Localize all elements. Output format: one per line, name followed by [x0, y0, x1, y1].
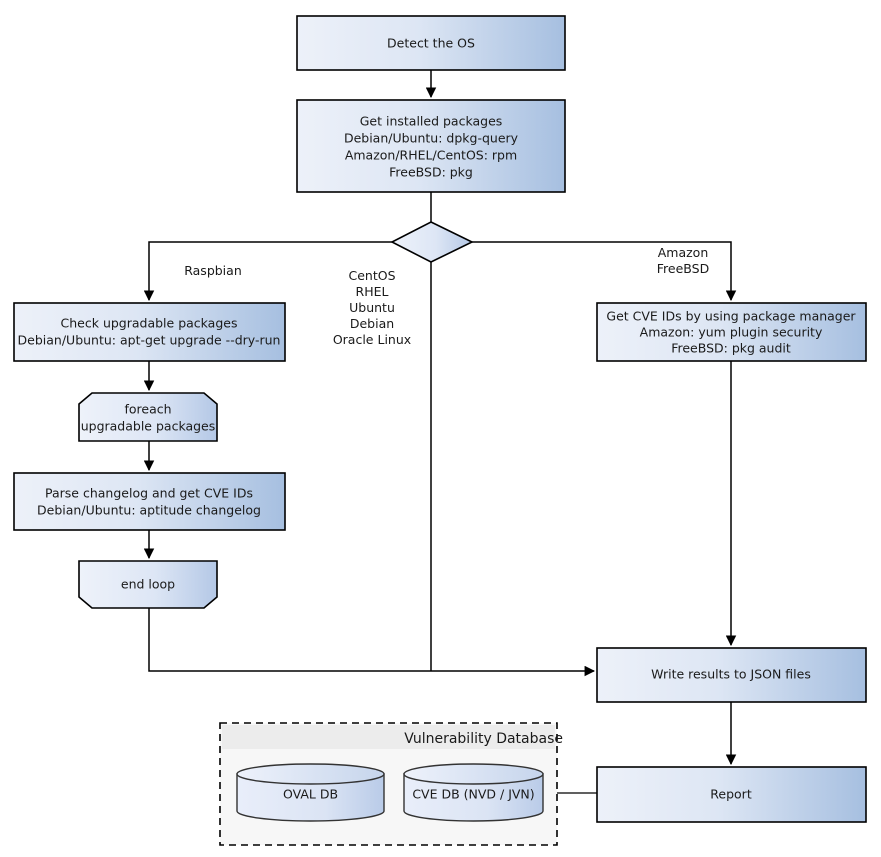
- os-decision-diamond[interactable]: [390, 221, 474, 263]
- parse-changelog-box[interactable]: [13, 472, 286, 531]
- check-upgradable-line-1: Debian/Ubuntu: apt-get upgrade --dry-run: [18, 333, 281, 348]
- edge-label-middle-branch-3: Debian: [350, 316, 394, 331]
- oval-db-label: OVAL DB: [283, 787, 338, 802]
- vulnerability-database-title: Vulnerability Database: [404, 731, 563, 747]
- check-upgradable-line-0: Check upgradable packages: [61, 316, 238, 331]
- detect-os-box[interactable]: [296, 15, 566, 71]
- edge-label-middle-branch-0: CentOS: [348, 268, 395, 283]
- edge-endloop-to-write: [148, 608, 596, 677]
- database-cve-db[interactable]: CVE DB (NVD / JVN): [403, 763, 544, 822]
- end-loop-label: end loop: [121, 577, 175, 592]
- edge-label-middle-branch-2: Ubuntu: [349, 300, 395, 315]
- end-loop-shape[interactable]: [78, 560, 218, 609]
- node-get-installed-packages[interactable]: Get installed packages Debian/Ubuntu: dp…: [296, 99, 566, 193]
- edge-label-right-branch-0: Amazon: [658, 245, 709, 260]
- write-results-label: Write results to JSON files: [651, 667, 811, 682]
- node-detect-os[interactable]: Detect the OS: [296, 15, 566, 71]
- foreach-line-0: foreach: [124, 402, 171, 417]
- edge-decision-left: [143, 241, 392, 302]
- get-cve-ids-line-2: FreeBSD: pkg audit: [671, 341, 791, 356]
- foreach-line-1: upgradable packages: [81, 419, 216, 434]
- edge-labels: Raspbian CentOS RHEL Ubuntu Debian Oracl…: [184, 245, 709, 347]
- oval-db-body[interactable]: [236, 773, 385, 822]
- parse-changelog-line-0: Parse changelog and get CVE IDs: [45, 486, 253, 501]
- cve-db-label: CVE DB (NVD / JVN): [412, 787, 534, 802]
- node-parse-changelog[interactable]: Parse changelog and get CVE IDs Debian/U…: [13, 472, 286, 531]
- get-cve-ids-line-0: Get CVE IDs by using package manager: [606, 309, 856, 324]
- edge-label-right-branch-1: FreeBSD: [657, 261, 709, 276]
- check-upgradable-box[interactable]: [13, 302, 286, 362]
- node-os-decision[interactable]: [390, 221, 474, 263]
- get-installed-packages-box[interactable]: [296, 99, 566, 193]
- node-report[interactable]: Report: [596, 766, 867, 823]
- get-cve-ids-line-1: Amazon: yum plugin security: [640, 325, 823, 340]
- write-results-box[interactable]: [596, 647, 867, 703]
- parse-changelog-line-1: Debian/Ubuntu: aptitude changelog: [37, 503, 261, 518]
- edge-label-left-branch: Raspbian: [184, 263, 242, 278]
- node-check-upgradable[interactable]: Check upgradable packages Debian/Ubuntu:…: [13, 302, 286, 362]
- edge-decision-right: [472, 241, 737, 302]
- node-foreach-loop-start[interactable]: foreach upgradable packages: [78, 392, 218, 442]
- get-installed-packages-line-2: Amazon/RHEL/CentOS: rpm: [345, 148, 517, 163]
- cve-db-top: [403, 763, 544, 785]
- group-vulnerability-database[interactable]: Vulnerability Database OVAL DB CVE DB (N…: [219, 722, 563, 846]
- foreach-shape[interactable]: [78, 392, 218, 442]
- get-installed-packages-line-3: FreeBSD: pkg: [389, 165, 473, 180]
- report-label: Report: [710, 787, 752, 802]
- get-installed-packages-line-0: Get installed packages: [360, 114, 503, 129]
- node-get-cve-ids[interactable]: Get CVE IDs by using package manager Ama…: [596, 302, 867, 362]
- edge-label-middle-branch-1: RHEL: [356, 284, 389, 299]
- edge-label-middle-branch-4: Oracle Linux: [333, 332, 411, 347]
- get-cve-ids-box[interactable]: [596, 302, 867, 362]
- node-write-results[interactable]: Write results to JSON files: [596, 647, 867, 703]
- database-oval-db[interactable]: OVAL DB: [236, 763, 385, 822]
- cve-db-body[interactable]: [403, 773, 544, 822]
- vulnerability-database-titlebar: [222, 725, 555, 749]
- get-installed-packages-line-1: Debian/Ubuntu: dpkg-query: [344, 131, 519, 146]
- report-box[interactable]: [596, 766, 867, 823]
- detect-os-label: Detect the OS: [387, 36, 475, 51]
- node-end-loop[interactable]: end loop: [78, 560, 218, 609]
- oval-db-top: [236, 763, 385, 785]
